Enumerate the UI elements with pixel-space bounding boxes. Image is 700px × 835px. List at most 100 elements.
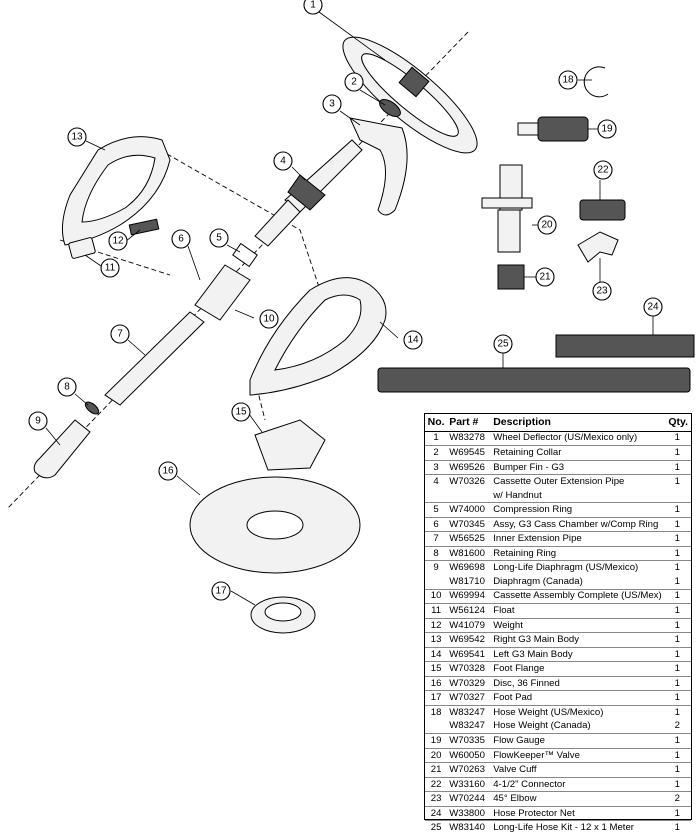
hose-protector-net-part bbox=[555, 334, 695, 358]
cell-part-number: W70327 bbox=[447, 690, 492, 706]
cell-description: Flow Gauge bbox=[491, 732, 664, 749]
left-main-body-part bbox=[249, 277, 387, 396]
callout-14: 14 bbox=[403, 330, 423, 350]
cell-no: 25 bbox=[425, 820, 448, 835]
callout-4: 4 bbox=[273, 151, 293, 171]
cell-no: 20 bbox=[425, 747, 448, 763]
assembly-axis bbox=[7, 31, 469, 509]
cell-qty: 1 bbox=[663, 762, 691, 778]
cell-part-number: W70345 bbox=[447, 516, 492, 532]
cell-description: 45° Elbow bbox=[491, 791, 664, 807]
cell-description: Float bbox=[491, 603, 664, 619]
cell-no: 16 bbox=[425, 675, 448, 691]
cell-qty: 1 bbox=[663, 646, 691, 662]
cell-no: 22 bbox=[425, 776, 448, 792]
svg-text:22: 22 bbox=[597, 165, 609, 176]
retaining-ring-part bbox=[84, 401, 100, 415]
cell-no: 9 bbox=[425, 560, 448, 575]
cell-no bbox=[425, 575, 447, 589]
header-description: Description bbox=[491, 414, 664, 432]
callout-23: 23 bbox=[592, 281, 612, 301]
cell-part-number: W83278 bbox=[447, 430, 492, 446]
callout-13: 13 bbox=[67, 127, 87, 147]
cell-part-number: W41079 bbox=[447, 617, 492, 633]
flowkeeper-valve-part bbox=[481, 164, 533, 253]
cell-description: Hose Weight (Canada) bbox=[493, 720, 591, 732]
cell-qty: 1 bbox=[663, 704, 691, 720]
header-qty: Qty. bbox=[663, 414, 691, 432]
cell-description: Compression Ring bbox=[491, 502, 664, 518]
cell-qty: 1 bbox=[663, 545, 691, 561]
cell-no: 23 bbox=[425, 791, 448, 807]
callout-24: 24 bbox=[643, 297, 663, 317]
cell-part-number: W83140 bbox=[447, 820, 492, 835]
cell-part-number: W81600 bbox=[447, 545, 492, 561]
leader-lines bbox=[45, 11, 654, 606]
cell-no: 5 bbox=[425, 502, 448, 518]
cell-qty: 1 bbox=[663, 445, 691, 461]
cell-qty: 2 bbox=[674, 720, 681, 732]
cell-qty: 1 bbox=[663, 560, 691, 575]
cell-no: 7 bbox=[425, 531, 448, 547]
svg-text:25: 25 bbox=[497, 339, 509, 350]
callout-6: 6 bbox=[171, 229, 191, 249]
callout-5: 5 bbox=[209, 228, 229, 248]
cell-part-number: W70244 bbox=[447, 791, 492, 807]
bumper-fin-part bbox=[349, 117, 408, 216]
cell-part-number: W33800 bbox=[447, 805, 492, 821]
table-row: w/ Handnut bbox=[425, 489, 691, 503]
cell-qty: 1 bbox=[663, 430, 691, 446]
callout-22: 22 bbox=[593, 160, 613, 180]
svg-text:23: 23 bbox=[596, 286, 608, 297]
cell-part-number: W69994 bbox=[447, 588, 492, 604]
cell-qty: 1 bbox=[663, 805, 691, 821]
inner-extension-pipe-part bbox=[104, 311, 205, 406]
cell-description: FlowKeeper™ Valve bbox=[491, 747, 664, 763]
cell-no bbox=[425, 719, 447, 733]
cell-description: Retaining Ring bbox=[491, 545, 664, 561]
cell-part-number: W74000 bbox=[447, 502, 492, 518]
cell-qty: 1 bbox=[663, 675, 691, 691]
cell-description: Long-Life Hose Kit - 12 x 1 Meter bbox=[491, 820, 664, 835]
cell-no: 12 bbox=[425, 617, 448, 633]
cell-part-number: W69542 bbox=[447, 632, 492, 648]
cell-part-number: W69541 bbox=[447, 646, 492, 662]
svg-text:10: 10 bbox=[263, 314, 275, 325]
cell-qty bbox=[664, 489, 691, 503]
callout-1: 1 bbox=[303, 0, 323, 15]
cell-no: 2 bbox=[425, 445, 448, 461]
svg-text:20: 20 bbox=[541, 220, 553, 231]
svg-text:1: 1 bbox=[310, 0, 316, 11]
cell-qty: 1 bbox=[663, 531, 691, 547]
outer-extension-pipe-part bbox=[254, 139, 363, 247]
cell-description: Foot Flange bbox=[491, 661, 664, 677]
callout-21: 21 bbox=[535, 267, 555, 287]
cell-part-number: W70335 bbox=[447, 732, 492, 749]
compression-ring-part bbox=[232, 242, 258, 268]
cell-qty: 1 bbox=[663, 588, 691, 604]
svg-text:8: 8 bbox=[64, 382, 70, 393]
cell-no: 14 bbox=[425, 646, 448, 662]
cassette-assembly-part bbox=[194, 264, 251, 321]
callout-9: 9 bbox=[28, 411, 48, 431]
cell-description: Left G3 Main Body bbox=[491, 646, 664, 662]
cell-part-number: W83247 bbox=[449, 720, 485, 732]
connector-part bbox=[579, 199, 626, 221]
callout-3: 3 bbox=[322, 94, 342, 114]
svg-text:14: 14 bbox=[407, 335, 419, 346]
cell-no: 10 bbox=[425, 588, 448, 604]
callout-19: 19 bbox=[597, 119, 617, 139]
